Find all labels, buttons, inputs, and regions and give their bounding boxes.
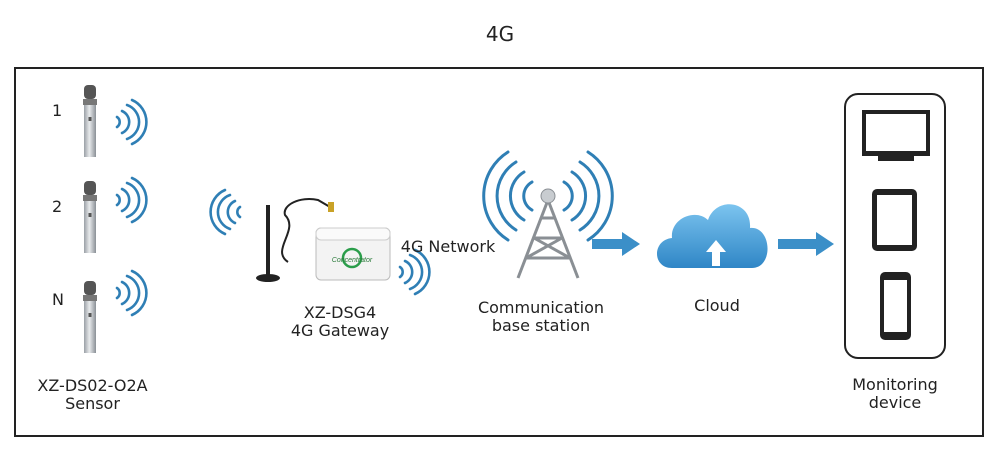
sensor-type: Sensor [65, 394, 120, 413]
monitoring-line1: Monitoring [852, 375, 938, 394]
diagram-title: 4G [485, 22, 515, 46]
gateway-model: XZ-DSG4 [303, 303, 377, 322]
sensor-model: XZ-DS02-O2A [37, 376, 148, 395]
cloud-icon [657, 204, 768, 268]
arrow-to-monitor-icon [778, 232, 834, 256]
tablet-icon [872, 189, 917, 251]
monitoring-caption: Monitoring device [830, 376, 960, 412]
sensor-1-icon [83, 85, 148, 157]
gateway-type: 4G Gateway [290, 321, 390, 340]
sensor-2-icon [83, 176, 148, 253]
arrow-to-cloud-icon [592, 232, 640, 256]
monitor-icon [862, 110, 930, 161]
monitoring-line2: device [868, 393, 922, 412]
diagram-frame [14, 67, 984, 437]
sensor-caption: XZ-DS02-O2A Sensor [20, 377, 165, 413]
gateway-device-text: Concentrator [332, 257, 373, 264]
cloud-caption: Cloud [694, 296, 740, 315]
sensor-n-icon [83, 269, 148, 353]
base-station-icon [482, 150, 614, 279]
sensor-n-label: N [52, 290, 64, 309]
sensor-1-label: 1 [52, 101, 63, 120]
base-station-line1: Communication [477, 298, 605, 317]
gateway-icon [209, 188, 431, 296]
monitoring-device-group [844, 93, 946, 359]
network-label: 4G Network [400, 237, 496, 256]
sensor-2-label: 2 [52, 197, 63, 216]
gateway-caption: XZ-DSG4 4G Gateway [265, 304, 415, 340]
base-station-caption: Communication base station [466, 299, 616, 335]
base-station-line2: base station [491, 316, 591, 335]
phone-icon [880, 272, 911, 340]
